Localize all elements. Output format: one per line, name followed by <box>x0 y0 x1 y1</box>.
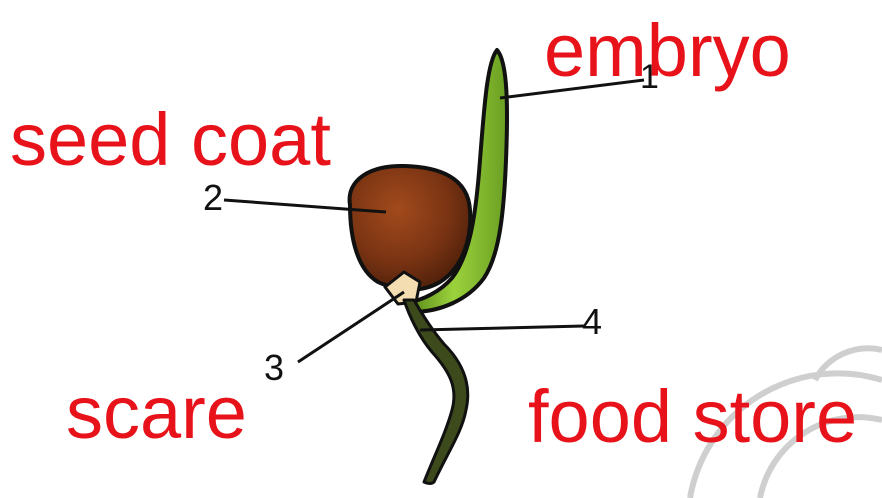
marker-number-3: 3 <box>264 350 284 386</box>
radicle-root <box>404 300 468 484</box>
label-food-store: food store <box>528 380 857 454</box>
leader-line-4 <box>420 326 584 330</box>
label-seed-coat: seed coat <box>10 103 331 177</box>
marker-number-4: 4 <box>582 304 602 340</box>
label-scare: scare <box>66 376 247 450</box>
marker-number-1: 1 <box>640 60 659 94</box>
marker-number-2: 2 <box>203 180 223 216</box>
seed-coat-shape <box>350 166 471 290</box>
leader-line-3 <box>298 292 404 362</box>
label-embryo: embryo <box>544 14 791 88</box>
